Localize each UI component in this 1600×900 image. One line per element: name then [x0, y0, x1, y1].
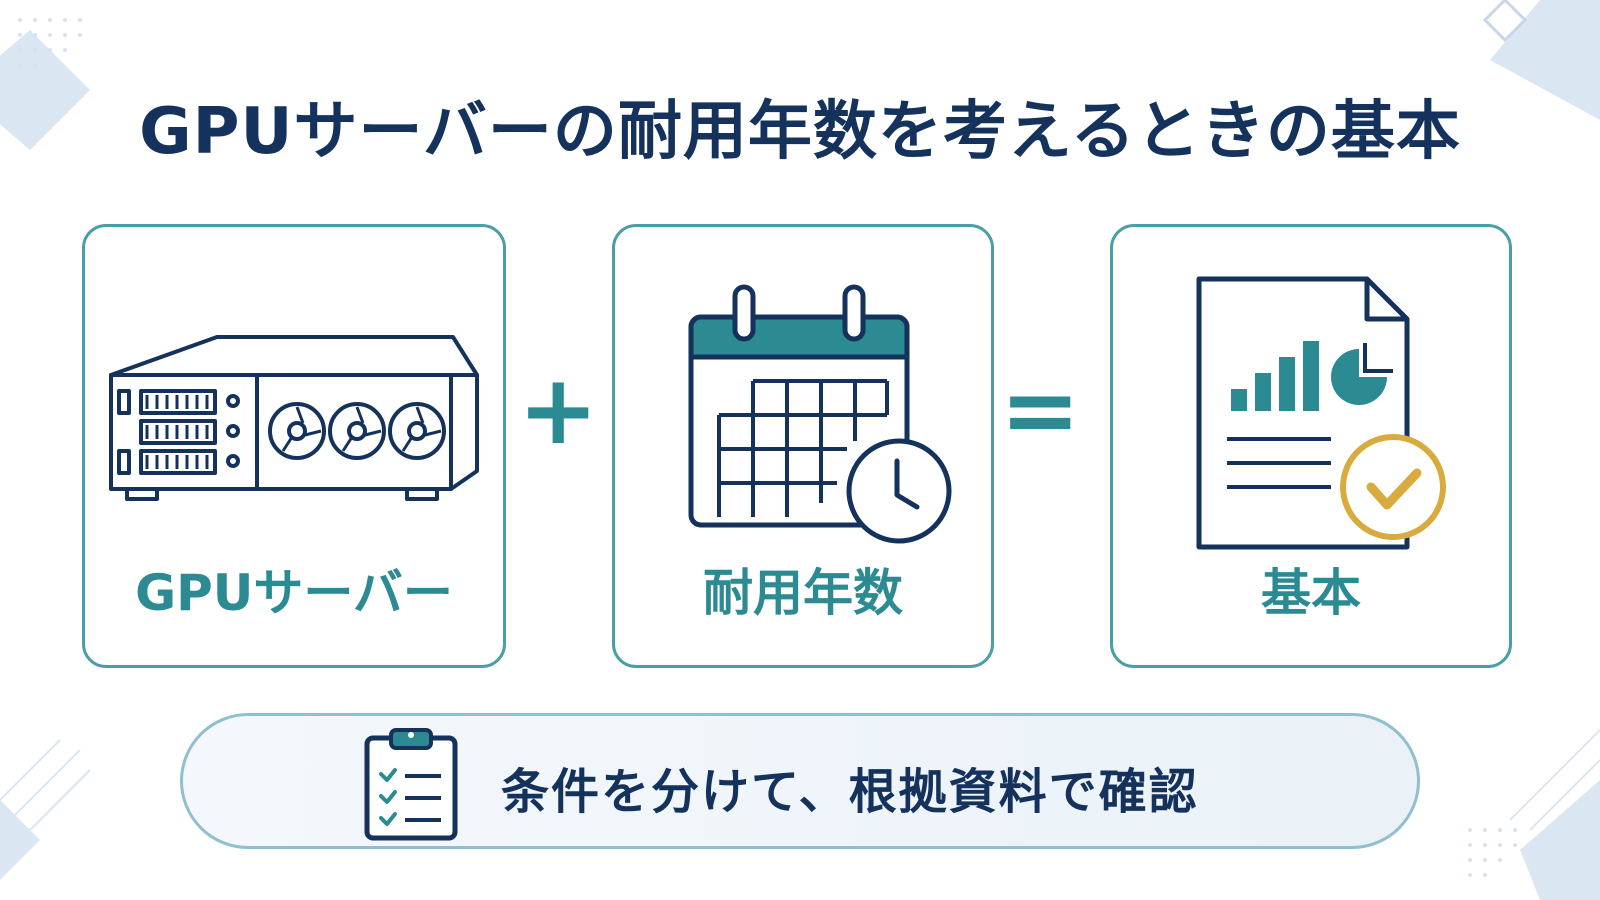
clipboard-checklist-icon	[364, 728, 458, 841]
basics-card: 基本	[1110, 224, 1512, 668]
equals-operator: =	[1000, 354, 1081, 466]
gpu-server-card: GPUサーバー	[82, 224, 506, 668]
summary-banner: 条件を分けて、根拠資料で確認	[180, 713, 1420, 849]
report-check-icon	[1196, 276, 1446, 550]
summary-text: 条件を分けて、根拠資料で確認	[501, 764, 1199, 820]
service-life-label: 耐用年数	[703, 564, 903, 622]
basics-label: 基本	[1261, 564, 1361, 622]
gpu-server-icon	[109, 335, 479, 501]
calendar-clock-icon	[688, 284, 952, 544]
plus-operator: +	[518, 354, 599, 466]
page-title: GPUサーバーの耐用年数を考えるときの基本	[139, 95, 1461, 169]
gpu-server-label: GPUサーバー	[135, 564, 453, 622]
service-life-card: 耐用年数	[612, 224, 994, 668]
